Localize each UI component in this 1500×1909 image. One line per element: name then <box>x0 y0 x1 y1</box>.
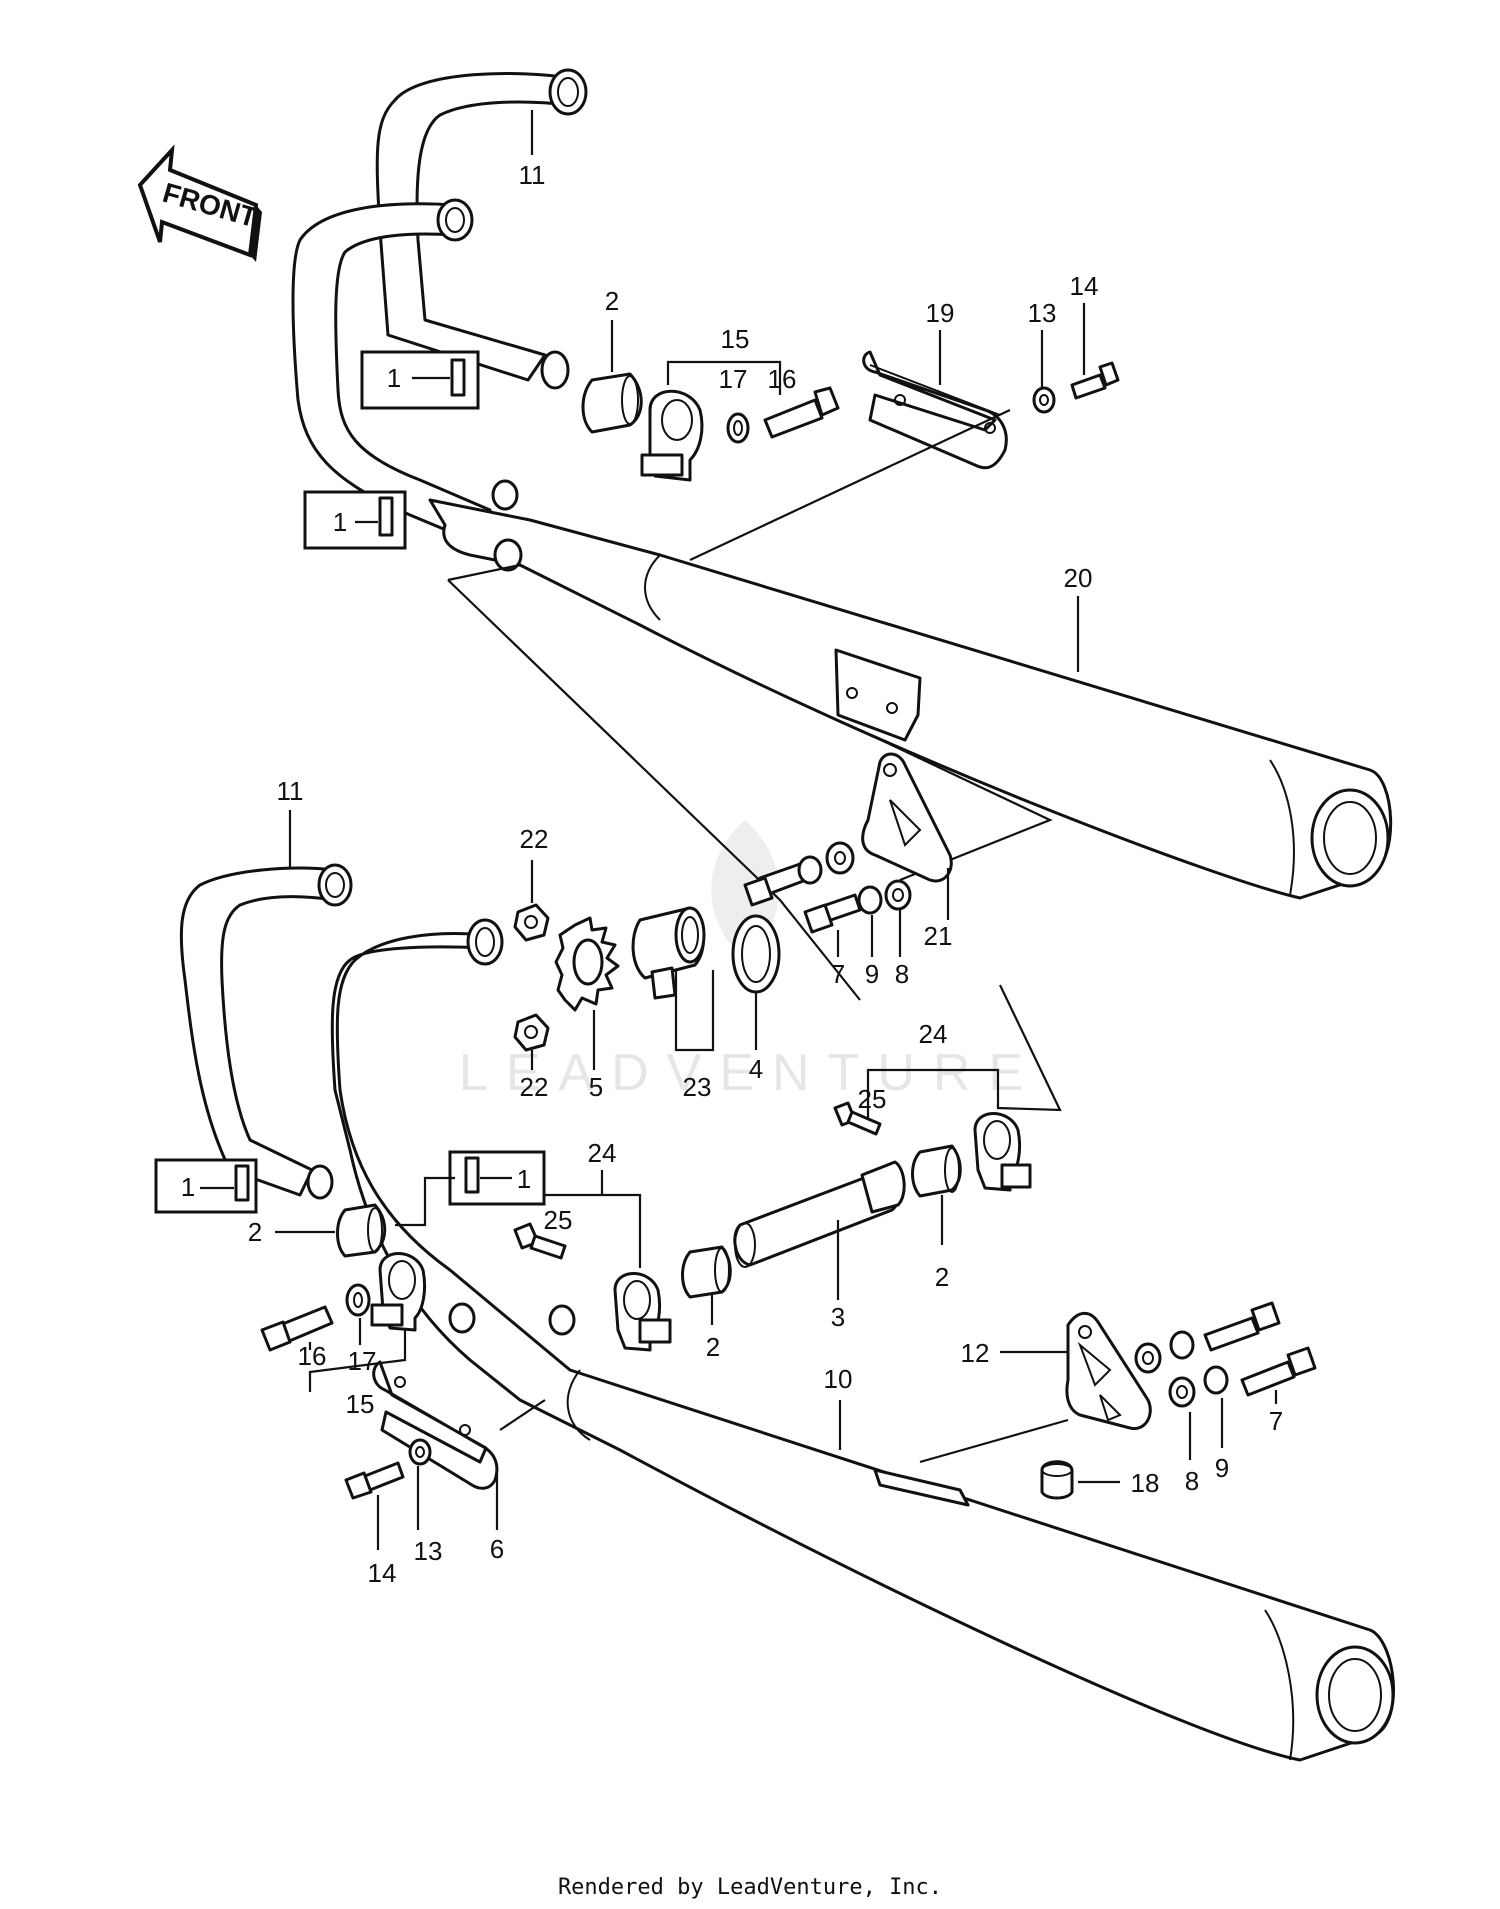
boxed-bolt-1-d: 1 <box>448 1150 546 1206</box>
callout-14: 14 <box>368 1558 397 1588</box>
callout-4: 4 <box>749 1054 763 1084</box>
sleeve-2-upper <box>581 372 643 434</box>
callout-5: 5 <box>589 1072 603 1102</box>
callout-22: 22 <box>520 1072 549 1102</box>
bolt-25-right <box>833 1101 882 1136</box>
callout-8: 8 <box>895 959 909 989</box>
callout-2: 2 <box>248 1217 262 1247</box>
boxed-bolt-1-a: 1 <box>360 350 480 410</box>
callout-21: 21 <box>924 921 953 951</box>
callout-7: 7 <box>1269 1406 1283 1436</box>
callout-8: 8 <box>1185 1466 1199 1496</box>
callout-7: 7 <box>831 959 845 989</box>
callout-2: 2 <box>706 1332 720 1362</box>
nut-22-a <box>513 903 550 942</box>
callout-1: 1 <box>181 1172 195 1202</box>
gasket-ring-4 <box>731 914 781 994</box>
callout-11: 11 <box>277 776 304 806</box>
callout-18: 18 <box>1131 1468 1160 1498</box>
callout-16: 16 <box>298 1341 327 1371</box>
callout-20: 20 <box>1064 563 1093 593</box>
callout-10: 10 <box>824 1364 853 1394</box>
washer-17-lower <box>345 1283 371 1317</box>
callout-6: 6 <box>490 1534 504 1564</box>
watermark: LEADVENTURE <box>459 820 1041 1102</box>
bolt-14-upper <box>1070 361 1120 400</box>
bolt-7-lower-b <box>1240 1346 1317 1397</box>
callout-16: 16 <box>768 364 797 394</box>
callout-2: 2 <box>605 286 619 316</box>
callout-3: 3 <box>831 1302 845 1332</box>
callout-1: 1 <box>333 507 347 537</box>
callout-2: 2 <box>935 1262 949 1292</box>
clamp-15-lower <box>370 1252 427 1332</box>
callout-1: 1 <box>517 1164 531 1194</box>
callout-17: 17 <box>719 364 748 394</box>
footer-credit: Rendered by LeadVenture, Inc. <box>558 1875 942 1900</box>
callout-9: 9 <box>1215 1453 1229 1483</box>
callout-15: 15 <box>346 1389 375 1419</box>
clamp-15-upper <box>640 389 704 482</box>
callout-12: 12 <box>961 1338 990 1368</box>
upper-muffler-20 <box>291 68 1393 900</box>
bolt-7-lower-a <box>1203 1301 1281 1352</box>
washers-9-8-mid <box>797 841 912 915</box>
callout-24: 24 <box>588 1138 617 1168</box>
washers-lower-right <box>1134 1330 1229 1408</box>
gasket-5 <box>554 916 620 1012</box>
callout-25: 25 <box>858 1084 887 1114</box>
washer-13-upper <box>1032 386 1056 414</box>
lower-exhaust-pipes <box>179 863 1395 1762</box>
sleeve-2-lower-a <box>336 1203 387 1258</box>
bolt-16-upper <box>763 386 840 439</box>
callout-19: 19 <box>926 298 955 328</box>
bolt-14-lower <box>344 1461 405 1500</box>
sleeve-2-lower-c <box>911 1144 962 1198</box>
callout-1: 1 <box>387 363 401 393</box>
washer-13-lower <box>408 1438 432 1466</box>
callout-24: 24 <box>919 1019 948 1049</box>
callout-13: 13 <box>1028 298 1057 328</box>
callout-23: 23 <box>683 1072 712 1102</box>
pipe-joint-23 <box>631 906 706 1000</box>
connector-pipe-3 <box>733 1160 906 1268</box>
callout-15: 15 <box>721 324 750 354</box>
bolt-25-left <box>513 1222 567 1260</box>
callout-17: 17 <box>348 1346 377 1376</box>
callout-13: 13 <box>414 1536 443 1566</box>
bracket-21 <box>861 752 953 883</box>
boxed-bolt-1-b: 1 <box>303 490 407 550</box>
front-arrow-icon: FRONT <box>137 144 262 262</box>
heat-guard-19 <box>862 350 1008 470</box>
callout-14: 14 <box>1070 271 1099 301</box>
watermark-text: LEADVENTURE <box>459 1044 1041 1102</box>
bolt-7-mid <box>743 862 862 934</box>
washer-17-upper <box>726 412 750 444</box>
nut-22-b <box>513 1013 550 1052</box>
bracket-12 <box>1065 1311 1152 1431</box>
callout-22: 22 <box>520 824 549 854</box>
callout-9: 9 <box>865 959 879 989</box>
bolt-16-lower <box>260 1305 334 1352</box>
boxed-bolt-1-c: 1 <box>154 1158 258 1214</box>
sleeve-2-lower-b <box>681 1245 732 1299</box>
callout-11: 11 <box>519 160 546 190</box>
clamp-24-left <box>613 1272 672 1352</box>
clamp-24-right <box>973 1112 1032 1192</box>
callout-25: 25 <box>544 1205 573 1235</box>
damper-18 <box>1040 1460 1074 1500</box>
